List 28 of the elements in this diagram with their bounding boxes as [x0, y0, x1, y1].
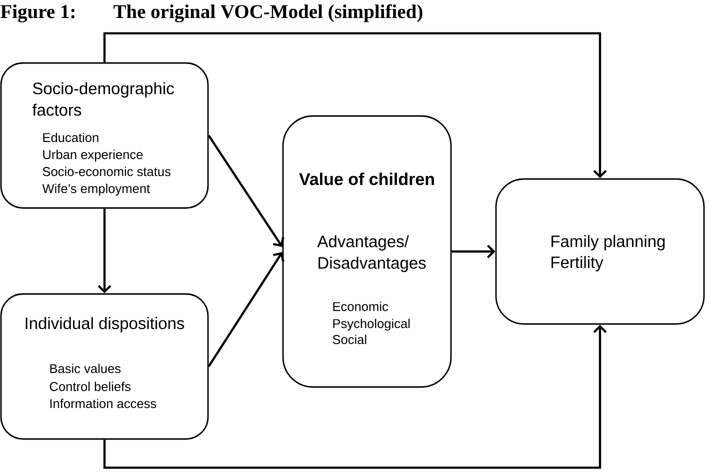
list-item: Socio-economic status: [42, 166, 170, 176]
subheading: Advantages/ Disadvantages: [317, 235, 426, 272]
box-text: Fertility: [552, 256, 604, 272]
list-item: Urban experience: [43, 150, 143, 162]
list-item: Basic values: [50, 364, 121, 374]
list-item: Social: [332, 334, 366, 344]
list-item: Economic: [333, 302, 388, 312]
list-item: Education: [43, 132, 98, 142]
figure-number: Figure 1:: [0, 4, 74, 22]
arrow: [103, 324, 607, 469]
arrow: [208, 252, 284, 368]
arrow: [452, 244, 496, 258]
arrow: [98, 208, 112, 294]
box-text: Family planning: [552, 235, 665, 250]
figure-title: The original VOC-Model (simplified): [114, 4, 422, 22]
rounded-box: [495, 178, 705, 325]
arrow: [208, 134, 284, 247]
rounded-box: [0, 62, 209, 209]
list-item: Information access: [50, 398, 156, 408]
box-heading: Individual dispositions: [26, 317, 184, 332]
list-item: Control beliefs: [50, 382, 131, 392]
list-item: Wife’s employment: [42, 184, 150, 196]
box-heading: Socio-demographic factors: [32, 82, 174, 116]
arrow: [103, 32, 607, 178]
rounded-box: [282, 115, 452, 388]
list-item: Psychological: [333, 318, 410, 331]
rounded-box: [0, 293, 209, 440]
box-heading: Value of children: [299, 172, 434, 186]
